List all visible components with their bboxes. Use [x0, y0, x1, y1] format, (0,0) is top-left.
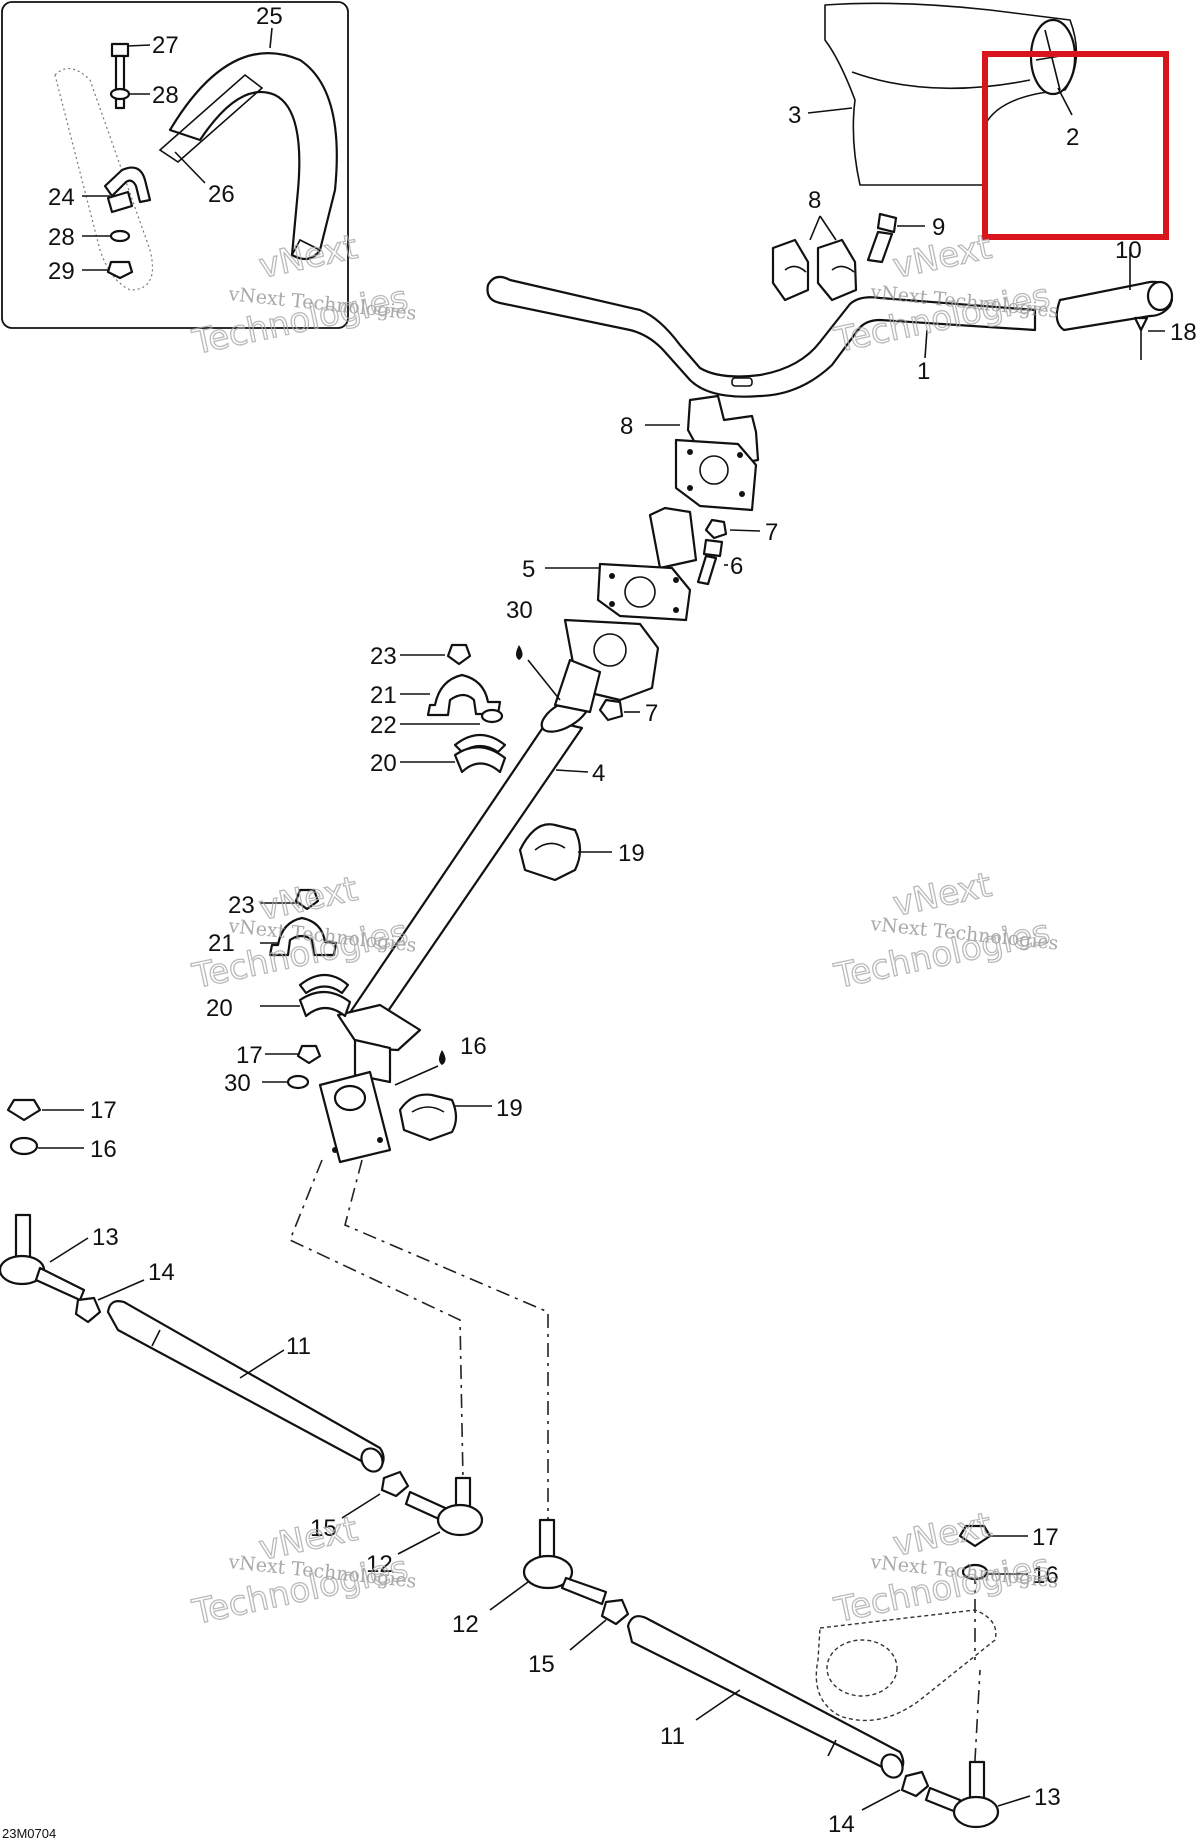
callout-18: 18	[1170, 319, 1197, 346]
tie-rod-left: 17 16 13 14 11 15 12	[0, 1097, 484, 1578]
callout-9: 9	[932, 214, 945, 241]
inset-detail: 27 28 24 28 29 25 26	[1, 1, 349, 329]
callout-17: 17	[236, 1042, 263, 1069]
callout-2: 2	[1066, 124, 1079, 151]
callout-16: 30	[224, 1070, 251, 1097]
callout-29: 29	[48, 258, 75, 285]
callout-28: 28	[152, 82, 179, 109]
grease-icon	[516, 645, 523, 660]
callout-26: 26	[208, 181, 235, 208]
callout-8: 8	[620, 413, 633, 440]
callout-21: 21	[370, 682, 397, 709]
clamp-group-upper: 23 21 22 20 19	[370, 643, 645, 882]
callout-15: 15	[528, 1651, 555, 1678]
callout-30: 30	[506, 597, 533, 624]
callout-16: 16	[1032, 1562, 1059, 1589]
callout-25: 25	[256, 3, 283, 30]
callout-13: 13	[1034, 1784, 1061, 1811]
callout-11: 11	[660, 1723, 685, 1750]
tie-rod-right: 12 15 11 14 13 17 16	[452, 1518, 1061, 1838]
grease-icon	[439, 1050, 446, 1065]
drawing-reference: 23M0704	[2, 1826, 56, 1841]
callout-14: 14	[148, 1259, 175, 1286]
steering-shaft: 4 30 16	[318, 597, 605, 1164]
callout-19: 19	[496, 1095, 523, 1122]
callout-15: 15	[310, 1515, 337, 1542]
callout-8: 8	[808, 187, 821, 214]
callout-11: 11	[286, 1333, 311, 1360]
callout-4: 4	[592, 760, 605, 787]
handlebar-pad: 3 2	[788, 2, 1079, 186]
callout-3: 3	[788, 102, 801, 129]
callout-7: 7	[765, 519, 778, 546]
handlebar: 8 9 10 18 1	[486, 187, 1197, 398]
callout-23: 23	[228, 892, 255, 919]
callout-23: 23	[370, 643, 397, 670]
callout-7: 7	[645, 700, 658, 727]
callout-30: 16	[460, 1033, 487, 1060]
callout-14: 14	[828, 1811, 855, 1838]
callout-10: 10	[1115, 237, 1142, 264]
callout-6: 6	[730, 553, 743, 580]
callout-13: 13	[92, 1224, 119, 1251]
callout-17: 17	[90, 1097, 117, 1124]
callout-27: 27	[152, 32, 179, 59]
callout-28: 28	[48, 224, 75, 251]
callout-19: 19	[618, 840, 645, 867]
callout-12: 12	[452, 1611, 479, 1638]
callout-21: 21	[208, 930, 235, 957]
steering-column-upper: 8 7 6 5 7	[522, 394, 778, 727]
callout-20: 20	[370, 750, 397, 777]
watermark-vnext: vNext	[890, 227, 995, 287]
callout-17: 17	[1032, 1524, 1059, 1551]
callout-22: 22	[370, 712, 397, 739]
callout-16: 16	[90, 1136, 117, 1163]
callout-12: 12	[366, 1551, 393, 1578]
callout-24: 24	[48, 184, 75, 211]
clamp-group-lower: 23 21 20 17 30 19	[206, 888, 523, 1142]
callout-5: 5	[522, 556, 535, 583]
callout-1: 1	[917, 358, 930, 385]
callout-20: 20	[206, 995, 233, 1022]
highlight-box	[982, 51, 1169, 240]
